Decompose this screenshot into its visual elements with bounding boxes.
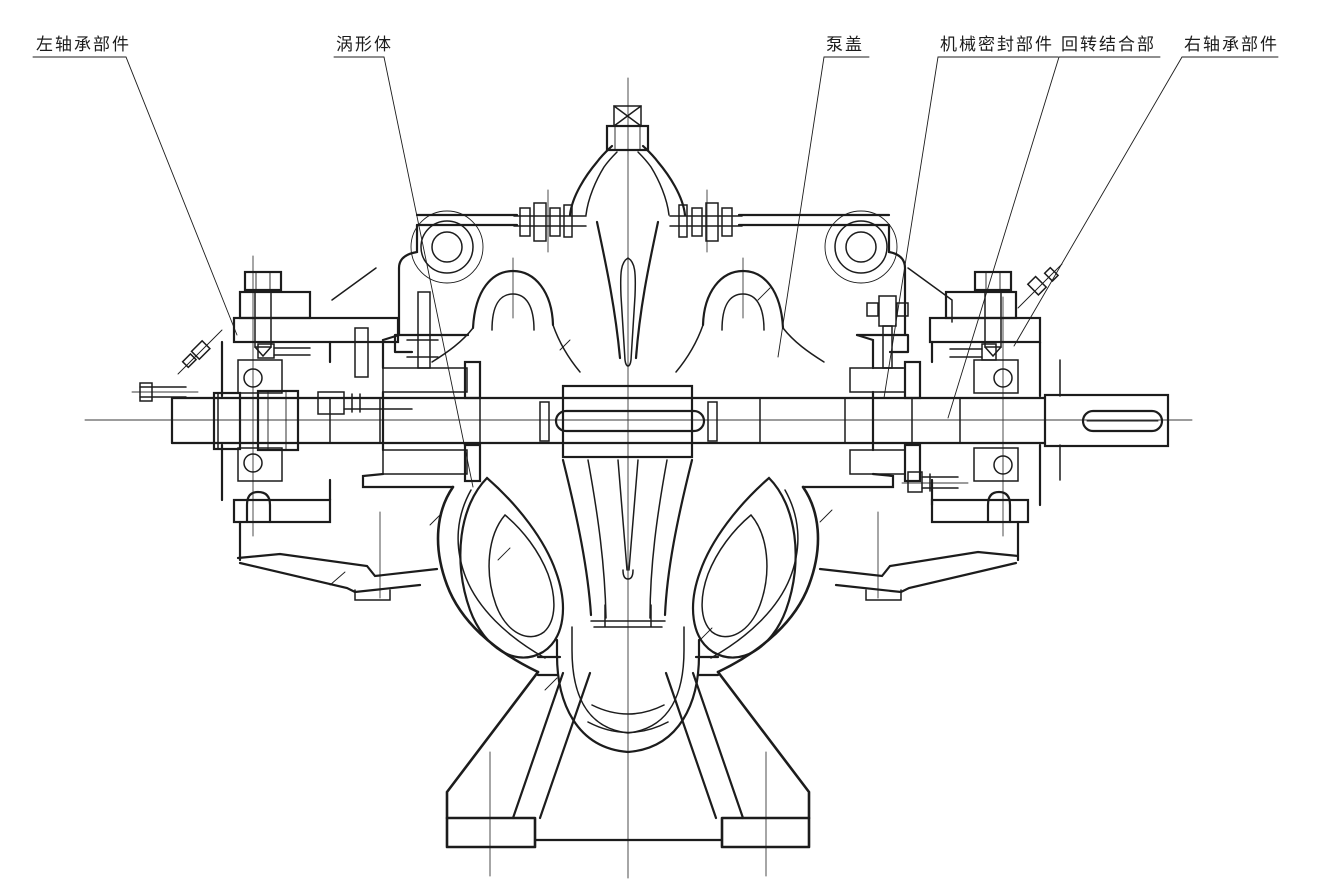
pedestal-base	[445, 670, 811, 849]
label-rotary-joint: 回转结合部	[1061, 35, 1156, 54]
drive-end-keyway	[1081, 409, 1164, 433]
volute-body	[361, 333, 895, 674]
leader-right-bearing	[1013, 56, 1279, 347]
vent-collar	[605, 124, 650, 152]
pedestal-braces	[511, 671, 745, 820]
impeller-and-bell	[536, 458, 720, 754]
surface-ticks	[329, 287, 833, 691]
right-seal-assembly	[849, 295, 997, 493]
left-seal-assembly	[317, 291, 482, 483]
leader-mechanical-seal	[883, 56, 1059, 399]
ball-bearing	[993, 455, 1013, 475]
bearing-cap	[232, 316, 400, 344]
upper-suction-passages	[431, 269, 825, 373]
grease-fitting	[177, 329, 223, 375]
discharge-neck	[568, 105, 687, 367]
leader-rotary-joint	[947, 56, 1161, 419]
small-bolt	[257, 343, 311, 359]
gland-stud	[354, 327, 369, 378]
ball-bearing	[243, 368, 263, 388]
seal-flush-valve	[866, 295, 909, 369]
pump-cover-casing	[331, 202, 953, 354]
right-bearing-assembly	[818, 263, 1063, 601]
centerlines	[84, 77, 1193, 879]
leader-left-bearing	[32, 56, 238, 336]
casing-eye-right	[824, 210, 898, 284]
side-stud	[139, 382, 187, 402]
left-gland-bolt	[317, 391, 413, 415]
center-keyway	[554, 409, 706, 433]
left-bearing-assembly	[139, 270, 439, 601]
label-pump-cover: 泵盖	[826, 35, 864, 54]
impeller-hub	[561, 384, 694, 459]
diffuser-vane	[619, 257, 637, 367]
ball-bearing	[243, 453, 263, 473]
pump-shaft	[170, 384, 1170, 459]
label-volute: 涡形体	[336, 35, 393, 54]
vent-plug-icon	[613, 105, 642, 127]
label-right-bearing: 右轴承部件	[1184, 35, 1279, 54]
grease-fitting	[1017, 263, 1063, 309]
leader-volute	[333, 56, 474, 488]
casing-eye-left	[410, 210, 484, 284]
part-labels: 左轴承部件 涡形体 泵盖 机械密封部件 回转结合部 右轴承部件	[32, 35, 1279, 488]
label-left-bearing: 左轴承部件	[36, 35, 131, 54]
right-gland-bolt	[907, 471, 959, 493]
ball-bearing	[993, 368, 1013, 388]
label-mechanical-seal: 机械密封部件	[940, 35, 1054, 54]
gland-stud	[417, 291, 431, 369]
leader-pump-cover	[777, 56, 870, 358]
